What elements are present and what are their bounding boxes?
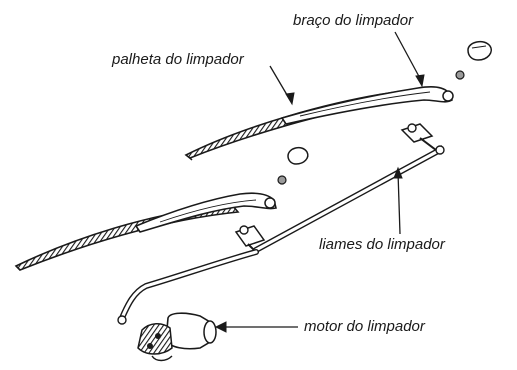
leader-arrows <box>216 32 424 332</box>
wiper-motor-label: motor do limpador <box>304 319 425 334</box>
lower-nut-and-cap <box>278 148 308 184</box>
wiper-arm-label: braço do limpador <box>293 13 413 28</box>
lower-wiper-blade <box>16 205 238 270</box>
wiper-motor <box>138 313 216 360</box>
wiper-linkage <box>118 146 444 324</box>
wiper-blade-label: palheta do limpador <box>112 52 244 67</box>
wiper-linkage-label: liames do limpador <box>319 237 445 252</box>
upper-nut-and-cap <box>456 42 491 79</box>
upper-pivot <box>402 124 442 150</box>
upper-wiper-arm <box>282 87 453 124</box>
